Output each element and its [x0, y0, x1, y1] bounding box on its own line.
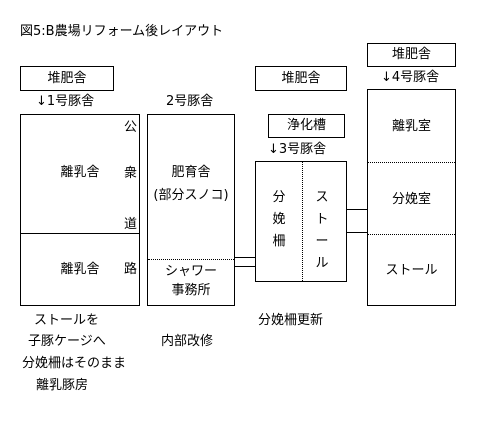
barn3-note: 分娩柵更新	[258, 313, 324, 328]
road-char-3: 道	[124, 217, 138, 232]
barn1-upper-room: 離乳舎	[60, 165, 100, 180]
barn4-stall: ストール	[385, 263, 438, 278]
barn2-header: 2号豚舎	[166, 94, 214, 109]
manure-shed-1-label: 堆肥舎	[47, 71, 87, 86]
barn2-office: 事務所	[171, 283, 211, 298]
barn4-divider-2	[368, 234, 455, 235]
barn1-note-3: 分娩柵はそのまま	[22, 356, 127, 371]
barn2-note: 内部改修	[161, 334, 214, 349]
manure-shed-1: 堆肥舎	[20, 66, 114, 91]
barn3-farrowing-crate-text: 分娩柵	[272, 190, 286, 249]
connector-barn2-barn3-bottom	[234, 266, 256, 267]
barn3-divider	[302, 162, 303, 281]
manure-shed-2-label: 堆肥舎	[281, 71, 321, 86]
barn4-weaning-room: 離乳室	[391, 119, 431, 134]
diagram-title: 図5:B農場リフォーム後レイアウト	[20, 24, 224, 39]
road-char-4: 路	[124, 262, 138, 277]
barn2-slatted-note: (部分スノコ)	[153, 188, 229, 203]
barn2-shower: シャワー	[164, 264, 217, 279]
barn3-stall-text: ストール	[315, 190, 329, 271]
road-char-1: 公	[124, 120, 138, 135]
barn1: 離乳舎 離乳舎	[20, 114, 140, 306]
barn1-note-2: 子豚ケージへ	[28, 334, 106, 349]
barn4-divider-1	[368, 162, 455, 163]
barn3-header: ↓3号豚舎	[268, 142, 327, 157]
barn1-header: ↓1号豚舎	[36, 94, 95, 109]
barn1-lower-room: 離乳舎	[60, 262, 100, 277]
barn4-farrowing-room: 分娩室	[391, 192, 431, 207]
septic-tank-label: 浄化槽	[286, 118, 326, 133]
manure-shed-2: 堆肥舎	[255, 66, 347, 91]
road-char-2: 衆	[124, 166, 138, 181]
barn1-note-1: ストールを	[34, 313, 100, 328]
barn2-fattening-house: 肥育舎	[171, 165, 211, 180]
barn2: 肥育舎 (部分スノコ) シャワー 事務所	[147, 114, 235, 306]
manure-shed-3-label: 堆肥舎	[391, 47, 431, 62]
barn1-note-4: 離乳豚房	[36, 378, 89, 393]
barn4: 離乳室 分娩室 ストール	[367, 89, 456, 306]
barn3: 分娩柵 ストール	[255, 161, 347, 282]
barn1-divider	[21, 233, 139, 234]
connector-barn3-barn4-bottom	[346, 232, 368, 233]
manure-shed-3: 堆肥舎	[367, 43, 456, 67]
connector-barn2-barn3-top	[234, 257, 256, 258]
barn4-header: ↓4号豚舎	[381, 70, 440, 85]
barn2-divider	[148, 259, 234, 260]
septic-tank: 浄化槽	[268, 114, 345, 138]
connector-barn3-barn4-top	[346, 209, 368, 210]
